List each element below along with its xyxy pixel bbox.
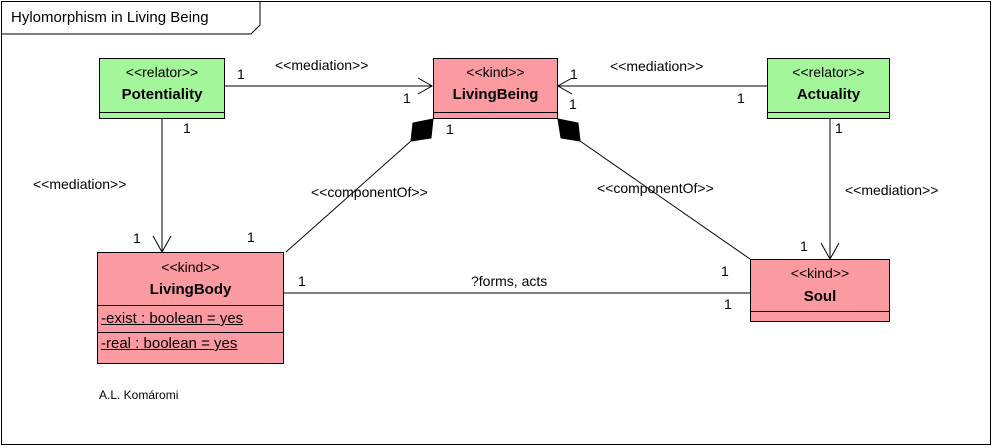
label-componentof-right: <<componentOf>> (597, 180, 714, 196)
class-livingbody[interactable]: <<kind>> LivingBody -exist : boolean = y… (97, 252, 284, 364)
composition-diamond-right (557, 118, 581, 142)
multiplicity: 1 (247, 229, 255, 245)
class-divider (98, 305, 283, 306)
class-divider (100, 112, 224, 113)
label-mediation-left: <<mediation>> (33, 176, 127, 192)
multiplicity: 1 (133, 230, 141, 246)
multiplicity: 1 (570, 66, 578, 82)
class-stereotype: <<relator>> (792, 64, 865, 80)
class-stereotype: <<kind>> (790, 265, 850, 281)
multiplicity: 1 (446, 121, 454, 137)
diagram-title: Hylomorphism in Living Being (11, 9, 209, 26)
multiplicity: 1 (724, 296, 732, 312)
arrowhead-livingbeing-right (556, 77, 573, 95)
multiplicity: 1 (569, 96, 577, 112)
component-line-soul (579, 140, 751, 260)
arrowhead-livingbeing-left (417, 77, 434, 95)
multiplicity: 1 (183, 120, 191, 136)
frame-tab-outline (1, 1, 261, 35)
class-livingbeing[interactable]: <<kind>> LivingBeing (433, 58, 558, 119)
class-potentiality[interactable]: <<relator>> Potentiality (99, 58, 225, 119)
class-stereotype: <<kind>> (466, 64, 525, 80)
multiplicity: 1 (237, 66, 245, 82)
multiplicity: 1 (403, 90, 411, 106)
class-soul[interactable]: <<kind>> Soul (750, 259, 890, 322)
label-componentof-left: <<componentOf>> (311, 184, 428, 200)
attribute-exist: -exist : boolean = yes (101, 310, 244, 327)
author-credit: A.L. Komáromi (99, 388, 179, 402)
class-name: Soul (803, 288, 837, 305)
class-stereotype: <<kind>> (161, 259, 220, 275)
label-mediation-right: <<mediation>> (845, 182, 939, 198)
class-divider (768, 112, 889, 113)
diagram-tab: Hylomorphism in Living Being (1, 1, 260, 34)
multiplicity: 1 (298, 273, 306, 289)
class-name: Actuality (796, 86, 861, 103)
class-name: LivingBody (149, 281, 232, 298)
component-line-livingbody (285, 140, 412, 253)
multiplicity: 1 (835, 120, 843, 136)
multiplicity: 1 (737, 90, 745, 106)
class-name: Potentiality (121, 86, 203, 103)
label-mediation-top-left: <<mediation>> (275, 57, 369, 73)
class-name: LivingBeing (452, 86, 539, 103)
multiplicity: 1 (800, 238, 808, 254)
attribute-real: -real : boolean = yes (101, 335, 238, 352)
composition-diamond-left (410, 118, 434, 142)
label-forms-acts: ?forms, acts (471, 273, 548, 289)
class-actuality[interactable]: <<relator>> Actuality (767, 58, 890, 119)
class-stereotype: <<relator>> (125, 64, 199, 80)
class-divider (751, 311, 889, 312)
class-divider (434, 112, 557, 113)
multiplicity: 1 (721, 263, 729, 279)
label-mediation-top-right: <<mediation>> (610, 58, 704, 74)
attribute-divider (98, 332, 283, 333)
